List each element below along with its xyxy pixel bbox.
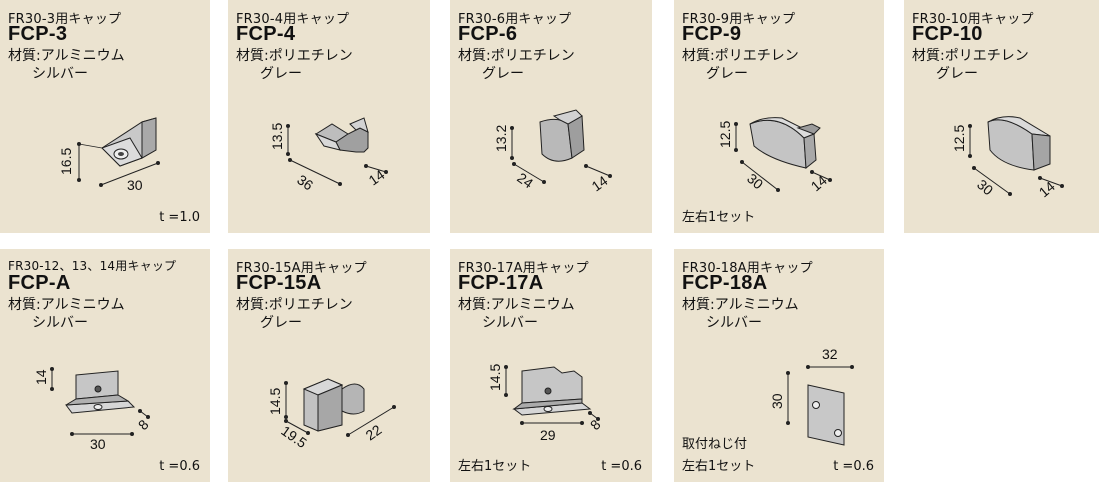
product-subtitle: FR30-6用キャップ [458,12,572,27]
product-card-fcp-4: FR30-4用キャップ FCP-4 材質:ポリエチレン グレー 13.5 36 … [228,0,430,233]
svg-text:14.5: 14.5 [487,364,503,391]
product-color: シルバー [706,315,762,331]
thickness-note: t =0.6 [601,459,642,474]
product-model: FCP-17A [458,272,544,294]
product-material: 材質:ポリエチレン [236,48,353,64]
product-material: 材質:ポリエチレン [458,48,575,64]
svg-text:14: 14 [33,369,49,385]
product-card-fcp-10: FR30-10用キャップ FCP-10 材質:ポリエチレン グレー 12.5 3… [904,0,1099,233]
product-subtitle: FR30-10用キャップ [912,12,1034,27]
product-material: 材質:アルミニウム [458,297,575,313]
product-diagram: 12.5 30 14 [717,117,832,194]
product-diagram: 32 30 [769,346,854,446]
svg-text:14: 14 [589,172,611,194]
set-note: 左右1セット [458,459,532,474]
thickness-note: t =0.6 [833,459,874,474]
product-color: グレー [482,66,524,82]
svg-text:24: 24 [514,169,536,191]
product-subtitle: FR30-3用キャップ [8,12,122,27]
product-subtitle: FR30-12、13、14用キャップ [8,259,177,273]
screw-note: 取付ねじ付 [682,437,748,452]
svg-text:14: 14 [808,172,830,194]
svg-text:32: 32 [822,346,838,362]
svg-text:13.5: 13.5 [269,123,285,150]
product-diagram: 13.5 36 14 [269,117,388,194]
product-subtitle: FR30-17A用キャップ [458,261,589,276]
product-color: グレー [260,66,302,82]
product-material: 材質:ポリエチレン [912,48,1029,64]
svg-text:19.5: 19.5 [278,422,310,451]
product-card-fcp-a: FR30-12、13、14用キャップ FCP-A 材質:アルミニウム シルバー … [0,249,210,482]
product-diagram: 13.2 24 14 [493,109,612,194]
product-material: 材質:アルミニウム [682,297,799,313]
product-material: 材質:ポリエチレン [236,297,353,313]
svg-text:29: 29 [540,427,556,443]
product-diagram: 16.5 30 [58,117,160,193]
svg-text:14: 14 [1036,178,1058,200]
svg-text:30: 30 [744,170,766,192]
product-material: 材質:アルミニウム [8,48,125,64]
product-card-fcp-15a: FR30-15A用キャップ FCP-15A 材質:ポリエチレン グレー 14.5… [228,249,430,482]
dim-height: 16.5 [58,148,74,175]
product-model: FCP-15A [236,272,322,294]
product-model: FCP-10 [912,23,983,45]
product-diagram: 14.5 19.5 22 [267,378,396,451]
product-color: グレー [936,66,978,82]
product-card-fcp-6: FR30-6用キャップ FCP-6 材質:ポリエチレン グレー 13.2 24 … [450,0,652,233]
product-diagram: 14 30 8 [33,367,152,452]
svg-text:14.5: 14.5 [267,388,283,415]
svg-text:36: 36 [294,171,316,193]
svg-text:12.5: 12.5 [717,121,733,148]
thickness-note: t =0.6 [159,459,200,474]
product-model: FCP-18A [682,272,768,294]
svg-text:13.2: 13.2 [493,125,509,152]
product-color: シルバー [482,315,538,331]
product-card-fcp-17a: FR30-17A用キャップ FCP-17A 材質:アルミニウム シルバー 14.… [450,249,652,482]
thickness-note: t =1.0 [159,210,200,225]
product-subtitle: FR30-4用キャップ [236,12,350,27]
product-diagram: 12.5 30 14 [951,116,1064,200]
product-card-fcp-3: FR30-3用キャップ FCP-3 材質:アルミニウム シルバー 16.5 30… [0,0,210,233]
product-subtitle: FR30-15A用キャップ [236,261,367,276]
product-color: シルバー [32,315,88,331]
svg-text:12.5: 12.5 [951,125,967,152]
product-color: グレー [260,315,302,331]
product-diagram: 14.5 29 8 [487,364,604,443]
set-note: 左右1セット [682,210,756,225]
product-model: FCP-9 [682,23,742,45]
product-material: 材質:ポリエチレン [682,48,799,64]
product-card-fcp-18a: FR30-18A用キャップ FCP-18A 材質:アルミニウム シルバー 32 … [674,249,884,482]
product-color: グレー [706,66,748,82]
product-model: FCP-3 [8,23,68,45]
svg-text:8: 8 [135,416,152,433]
svg-text:30: 30 [90,436,106,452]
product-subtitle: FR30-9用キャップ [682,12,796,27]
svg-text:30: 30 [769,393,785,409]
product-model: FCP-6 [458,23,518,45]
product-material: 材質:アルミニウム [8,297,125,313]
product-color: シルバー [32,66,88,82]
set-note: 左右1セット [682,459,756,474]
product-card-fcp-9: FR30-9用キャップ FCP-9 材質:ポリエチレン グレー 12.5 30 … [674,0,884,233]
product-subtitle: FR30-18A用キャップ [682,261,813,276]
svg-text:30: 30 [974,176,996,198]
svg-text:8: 8 [587,416,604,433]
product-model: FCP-4 [236,23,296,45]
svg-text:14: 14 [366,166,388,188]
dim-width: 30 [127,177,143,193]
product-model: FCP-A [8,272,71,294]
